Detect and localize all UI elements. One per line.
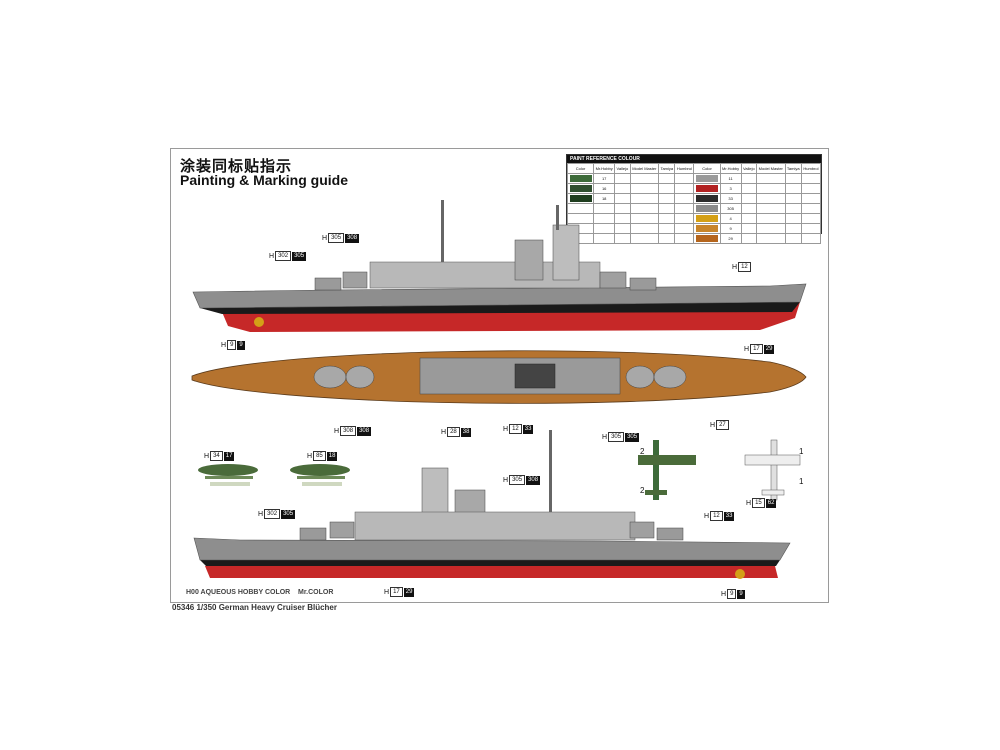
color-swatch <box>569 205 592 212</box>
bottom-turret-3 <box>629 521 655 539</box>
color-swatch <box>696 205 719 212</box>
bottom-superstructure <box>354 511 636 541</box>
hull-red-top <box>222 302 800 332</box>
plane-label: 1 <box>799 477 804 486</box>
title-english: Painting & Marking guide <box>180 172 349 188</box>
hull-grey-bottom <box>193 537 791 561</box>
color-swatch <box>696 225 719 232</box>
plane-label: 2 <box>640 486 645 495</box>
propeller-bottom <box>735 569 745 579</box>
deck-funnel <box>514 363 556 389</box>
footer-aqueous: H00 AQUEOUS HOBBY COLOR <box>186 589 291 596</box>
bridge-tower <box>552 224 580 281</box>
seaplane-underside-view <box>744 439 801 501</box>
deck-turret-fore <box>625 365 655 389</box>
empty-cell <box>740 233 758 244</box>
turret-fore2 <box>629 277 657 291</box>
plane-label: 2 <box>640 447 645 456</box>
boot-top-stripe <box>200 302 800 314</box>
paint-table-header: PAINT REFERENCE COLOUR <box>567 155 821 163</box>
footer-mrcolor: Mr.COLOR <box>298 589 334 596</box>
seaplane-left-1 <box>198 464 258 486</box>
mast-aft <box>441 200 444 262</box>
turret-aft <box>314 277 342 291</box>
deck-turret-aft <box>313 365 347 389</box>
mast-fore <box>556 205 559 230</box>
propeller-top <box>254 317 264 327</box>
color-swatch <box>569 185 592 192</box>
empty-cell <box>800 233 822 244</box>
empty-cell <box>784 233 802 244</box>
color-swatch <box>569 195 592 202</box>
color-swatch <box>696 235 719 242</box>
empty-cell <box>614 233 631 244</box>
bottom-turret-2 <box>329 521 355 539</box>
deck-plan <box>191 350 807 404</box>
color-swatch <box>696 215 719 222</box>
deck-turret-fore2 <box>653 365 687 389</box>
side-profile-top <box>192 200 807 332</box>
color-swatch <box>569 225 592 232</box>
seaplane-left-2 <box>290 464 350 486</box>
title-chinese: 涂装同标贴指示 <box>180 157 293 175</box>
color-swatch <box>569 215 592 222</box>
seaplane-top-view <box>638 440 696 500</box>
paint-row: 29 <box>566 233 822 244</box>
color-swatch <box>696 195 719 202</box>
color-swatch <box>696 185 719 192</box>
color-swatch <box>569 235 592 242</box>
hull-red-bottom <box>205 566 778 578</box>
deck-turret-aft2 <box>345 365 375 389</box>
bottom-mast <box>549 430 552 512</box>
paint-reference-table: PAINT REFERENCE COLOUR Color Mr.Hobby Va… <box>566 154 822 244</box>
turret-aft2 <box>342 271 368 289</box>
model-name: 05346 1/350 German Heavy Cruiser Blücher <box>172 603 337 612</box>
empty-cell <box>658 233 676 244</box>
plane-label: 1 <box>799 447 804 456</box>
side-profile-bottom <box>193 430 791 579</box>
bottom-turret-4 <box>656 527 684 541</box>
boot-top-bottom <box>200 560 780 566</box>
funnel <box>514 239 544 281</box>
color-swatch <box>696 175 719 182</box>
color-swatch <box>569 175 592 182</box>
bottom-turret-1 <box>299 527 327 541</box>
paint-table-grid: Color Mr.Hobby Vallejo Model Master Tami… <box>566 163 822 244</box>
turret-fore <box>599 271 627 289</box>
